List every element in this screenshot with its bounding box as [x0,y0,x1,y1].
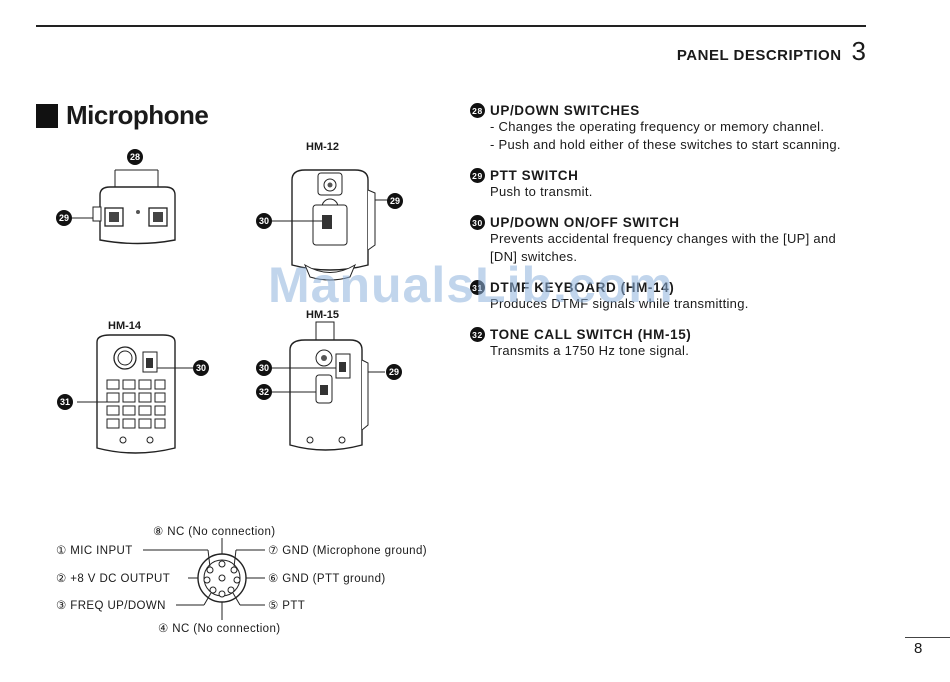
desc-line: Produces DTMF signals while transmitting… [490,296,749,311]
callout-29-hm12: 29 [387,193,403,209]
top-rule [36,25,866,27]
section-title: Microphone [36,100,209,131]
header-title: PANEL DESCRIPTION [676,47,842,64]
pin-3-label: ③ FREQ UP/DOWN [56,600,166,612]
desc-line: [DN] switches. [490,249,578,264]
callout-31-hm14: 31 [57,394,73,410]
pin-2-label: ② +8 V DC OUTPUT [56,573,171,585]
desc-line: Transmits a 1750 Hz tone signal. [490,343,690,358]
callout-30-hm12: 30 [256,213,272,229]
desc-title: PTT SWITCH [490,168,579,183]
pin-8-label: ⑧ NC (No connection) [153,526,276,538]
callout-32-hm15: 32 [256,384,272,400]
desc-line: Prevents accidental frequency changes wi… [490,231,837,246]
desc-number: 32 [470,327,485,342]
desc-line: Push to transmit. [490,184,593,199]
callout-30-hm15: 30 [256,360,272,376]
microphone-top-view-figure [72,169,176,245]
callout-30-hm14: 30 [193,360,209,376]
pin-5-label: ⑤ PTT [268,600,306,612]
desc-tone-call-switch: 32 TONE CALL SWITCH (HM-15) Transmits a 1… [470,327,890,360]
pin-1-label: ① MIC INPUT [56,545,133,557]
watermark: ManualsLib.com [268,257,674,313]
page-number: 8 [914,640,923,657]
desc-number: 31 [470,280,485,295]
hm15-microphone-figure [272,321,385,451]
desc-number: 29 [470,168,485,183]
desc-title: TONE CALL SWITCH (HM-15) [490,327,692,342]
section-title-text: Microphone [66,100,209,130]
chapter-number: 3 [851,36,866,66]
callout-28-top: 28 [127,149,143,165]
desc-title: DTMF KEYBOARD (HM-14) [490,280,675,295]
desc-line: - Push and hold either of these switches… [490,137,841,152]
bottom-rule [905,637,950,638]
pin-4-label: ④ NC (No connection) [158,623,281,635]
model-label-hm15: HM-15 [306,309,340,321]
desc-dtmf-keyboard: 31 DTMF KEYBOARD (HM-14) Produces DTMF si… [470,280,890,313]
desc-up-down-on-off-switch: 30 UP/DOWN ON/OFF SWITCH Prevents acciden… [470,215,890,266]
desc-line: - Changes the operating frequency or mem… [490,119,825,134]
pin-7-label: ⑦ GND (Microphone ground) [268,545,428,557]
desc-number: 30 [470,215,485,230]
model-label-hm12: HM-12 [306,141,340,153]
desc-ptt-switch: 29 PTT SWITCH Push to transmit. [470,168,890,201]
desc-up-down-switches: 28 UP/DOWN SWITCHES - Changes the operati… [470,103,890,154]
callout-29-top: 29 [56,210,72,226]
pin-6-label: ⑥ GND (PTT ground) [268,573,386,585]
section-marker-icon [36,103,58,128]
connector-pinout-diagram [143,538,265,620]
hm12-microphone-figure [272,169,390,281]
model-label-hm14: HM-14 [108,320,142,332]
page-header: PANEL DESCRIPTION 3 [677,36,866,67]
desc-title: UP/DOWN SWITCHES [490,103,640,118]
desc-title: UP/DOWN ON/OFF SWITCH [490,215,680,230]
desc-number: 28 [470,103,485,118]
switch-descriptions: 28 UP/DOWN SWITCHES - Changes the operati… [470,103,890,374]
hm14-microphone-figure [77,334,193,454]
callout-29-hm15: 29 [386,364,402,380]
